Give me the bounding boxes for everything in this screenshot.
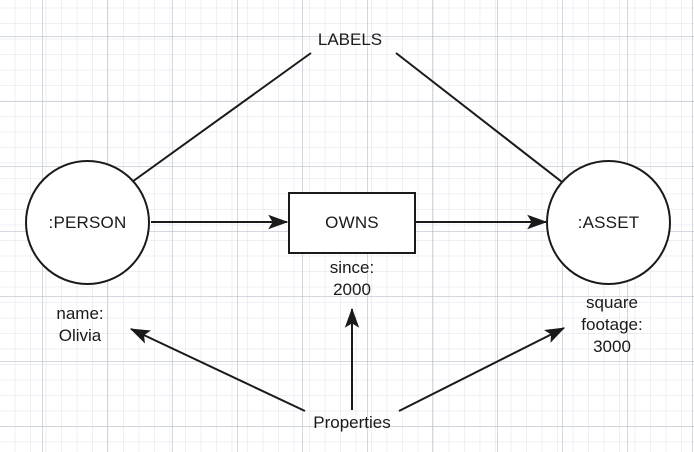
connector-labels-to-person bbox=[99, 52, 312, 206]
property-person-name: name: Olivia bbox=[56, 304, 104, 345]
node-asset[interactable]: :ASSET bbox=[546, 160, 671, 285]
property-asset-square-footage: square footage: 3000 bbox=[581, 293, 643, 356]
node-person-label: :PERSON bbox=[48, 212, 127, 232]
connector-properties-to-asset-property bbox=[398, 327, 566, 412]
node-asset-label: :ASSET bbox=[577, 212, 640, 232]
connector-properties-to-person-property bbox=[129, 328, 306, 412]
labels-annotation: LABELS bbox=[317, 30, 383, 49]
node-owns-label: OWNS bbox=[325, 213, 379, 232]
properties-annotation: Properties bbox=[313, 413, 391, 432]
property-owns-since: since: 2000 bbox=[329, 258, 375, 299]
node-owns-relationship[interactable]: OWNS bbox=[288, 192, 416, 254]
node-person[interactable]: :PERSON bbox=[25, 160, 150, 285]
connector-labels-to-asset bbox=[395, 52, 590, 204]
